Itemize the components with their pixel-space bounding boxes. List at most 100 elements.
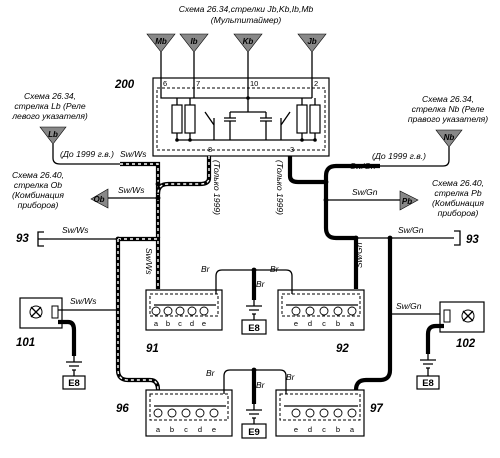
component-200-label: 200 (114, 79, 135, 91)
relay-pin-3: 3 (290, 145, 294, 154)
arrow-nb: Nb (435, 129, 463, 148)
arrow-pb: Pb (399, 190, 419, 211)
component-92-label: 92 (336, 343, 349, 355)
arrow-lb-label: Lb (48, 130, 58, 139)
pin-97-d: d (308, 425, 312, 434)
wire-label-sw-gn-2: Sw/Gn (352, 187, 378, 197)
wire-label-br-5: Br (286, 372, 296, 382)
lamp-block-97: e d c b a (275, 389, 365, 437)
component-96-label: 96 (116, 403, 129, 415)
pin-96-e: e (212, 425, 216, 434)
note-multitimer: Схема 26.34,стрелки Jb,Kb,Ib,Mb (179, 4, 314, 14)
wire-label-sw-ws-1: Sw/Ws (120, 149, 147, 159)
note-pb-group: Схема 26.40, стрелка Pb (Комбинация приб… (432, 178, 484, 218)
arrow-kb-label: Kb (243, 37, 254, 46)
ground-e8-center-label: E8 (248, 323, 260, 334)
note-until-1999-left: (До 1999 г.в.) (60, 149, 114, 159)
wire-label-br-6: Br (256, 380, 266, 390)
note-ob-group: Схема 26.40, стрелка Ob (Комбинация приб… (12, 170, 64, 210)
wire-label-sw-ws-4: Sw/Ws (144, 248, 154, 275)
arrow-kb: Kb (233, 33, 263, 53)
note-nb-group: Схема 26.34, стрелка Nb (Реле правого ук… (408, 94, 488, 124)
connector-93-right (454, 230, 461, 246)
pin-92-b: b (336, 319, 340, 328)
component-102-label: 102 (456, 338, 476, 350)
pin-92-d: d (308, 319, 312, 328)
note-only-1999-right: (Только 1999) (275, 160, 285, 215)
wire-label-br-3: Br (256, 279, 266, 289)
component-93-right-label: 93 (466, 234, 479, 246)
wire-label-br-1: Br (201, 264, 211, 274)
arrow-lb: Lb (39, 126, 67, 145)
pin-92-a: a (350, 319, 355, 328)
relay-pin-8: 8 (208, 145, 212, 154)
note-only-1999-left: (Только 1999) (212, 160, 222, 215)
ground-e8-left: E8 (62, 356, 86, 390)
note-nb-line2: стрелка Nb (Реле (412, 104, 485, 114)
note-nb-line1: Схема 26.34, (422, 94, 474, 104)
component-93-left-label: 93 (16, 233, 29, 245)
ground-e9: E9 (241, 404, 267, 439)
wire-label-br-2: Br (270, 264, 280, 274)
component-97-label: 97 (370, 403, 383, 415)
note-ob-line1: Схема 26.40, (12, 170, 64, 180)
note-lb-line2: стрелка Lb (Реле (14, 101, 85, 111)
note-lb-group: Схема 26.34, стрелка Lb (Реле левого ука… (11, 91, 88, 121)
pin-96-d: d (198, 425, 202, 434)
note-ob-line4: приборов) (18, 200, 59, 210)
pin-97-c: c (322, 425, 326, 434)
relay-pin-10: 10 (250, 79, 258, 88)
note-until-1999-right: (До 1999 г.в.) (372, 151, 426, 161)
pin-91-a: a (154, 319, 159, 328)
pin-91-d: d (190, 319, 194, 328)
connector-93-left (37, 231, 48, 247)
wire-label-sw-ws-2: Sw/Ws (118, 185, 145, 195)
note-nb-line3: правого указателя) (408, 114, 488, 124)
arrow-nb-label: Nb (444, 133, 455, 142)
arrow-mb: Mb (146, 33, 176, 53)
pin-96-b: b (170, 425, 174, 434)
wire-label-sw-ws-5: Sw/Ws (70, 296, 97, 306)
ground-e8-left-label: E8 (68, 378, 80, 389)
note-lb-line1: Схема 26.34, (24, 91, 76, 101)
arrow-jb-label: Jb (307, 37, 316, 46)
pin-96-a: a (156, 425, 161, 434)
lamp-102 (439, 301, 485, 333)
relay-pin-7: 7 (196, 79, 200, 88)
lamp-block-91: a b c d e (145, 289, 223, 331)
note-pb-line1: Схема 26.40, (432, 178, 484, 188)
note-lb-line3: левого указателя) (11, 111, 88, 121)
arrow-ob: Ob (90, 188, 109, 209)
lamp-101 (19, 297, 63, 329)
arrow-ob-label: Ob (93, 195, 104, 204)
note-ob-line3: (Комбинация (12, 190, 64, 200)
arrow-pb-label: Pb (402, 197, 412, 206)
ground-e8-center: E8 (241, 300, 267, 335)
pin-97-b: b (336, 425, 340, 434)
pin-97-a: a (350, 425, 355, 434)
pin-92-e: e (294, 319, 298, 328)
note-pb-line3: (Комбинация (432, 198, 484, 208)
wire-label-sw-gn-4: Sw/Gn (398, 225, 424, 235)
lamp-block-92: e d c b a (277, 289, 365, 331)
lamp-block-96: a b c d e (145, 389, 233, 437)
ground-e8-right-label: E8 (422, 378, 434, 389)
relay-pin-2: 2 (314, 79, 318, 88)
pin-96-c: c (184, 425, 188, 434)
ground-e8-right: E8 (416, 354, 440, 390)
pin-97-e: e (294, 425, 298, 434)
ground-e9-label: E9 (248, 427, 260, 438)
arrow-ib: Ib (179, 33, 209, 53)
note-ob-line2: стрелка Ob (14, 180, 62, 190)
wire-label-br-4: Br (206, 368, 216, 378)
arrow-mb-label: Mb (155, 37, 167, 46)
pin-92-c: c (322, 319, 326, 328)
wire-label-sw-ws-3: Sw/Ws (62, 225, 89, 235)
wire-label-sw-gn-3: Sw/Gn (354, 242, 364, 268)
wire-label-sw-gn-5: Sw/Gn (396, 301, 422, 311)
relay-pin-6: 6 (163, 79, 167, 88)
pin-91-e: e (202, 319, 206, 328)
arrow-jb: Jb (297, 33, 327, 53)
relay-internals (160, 78, 321, 142)
